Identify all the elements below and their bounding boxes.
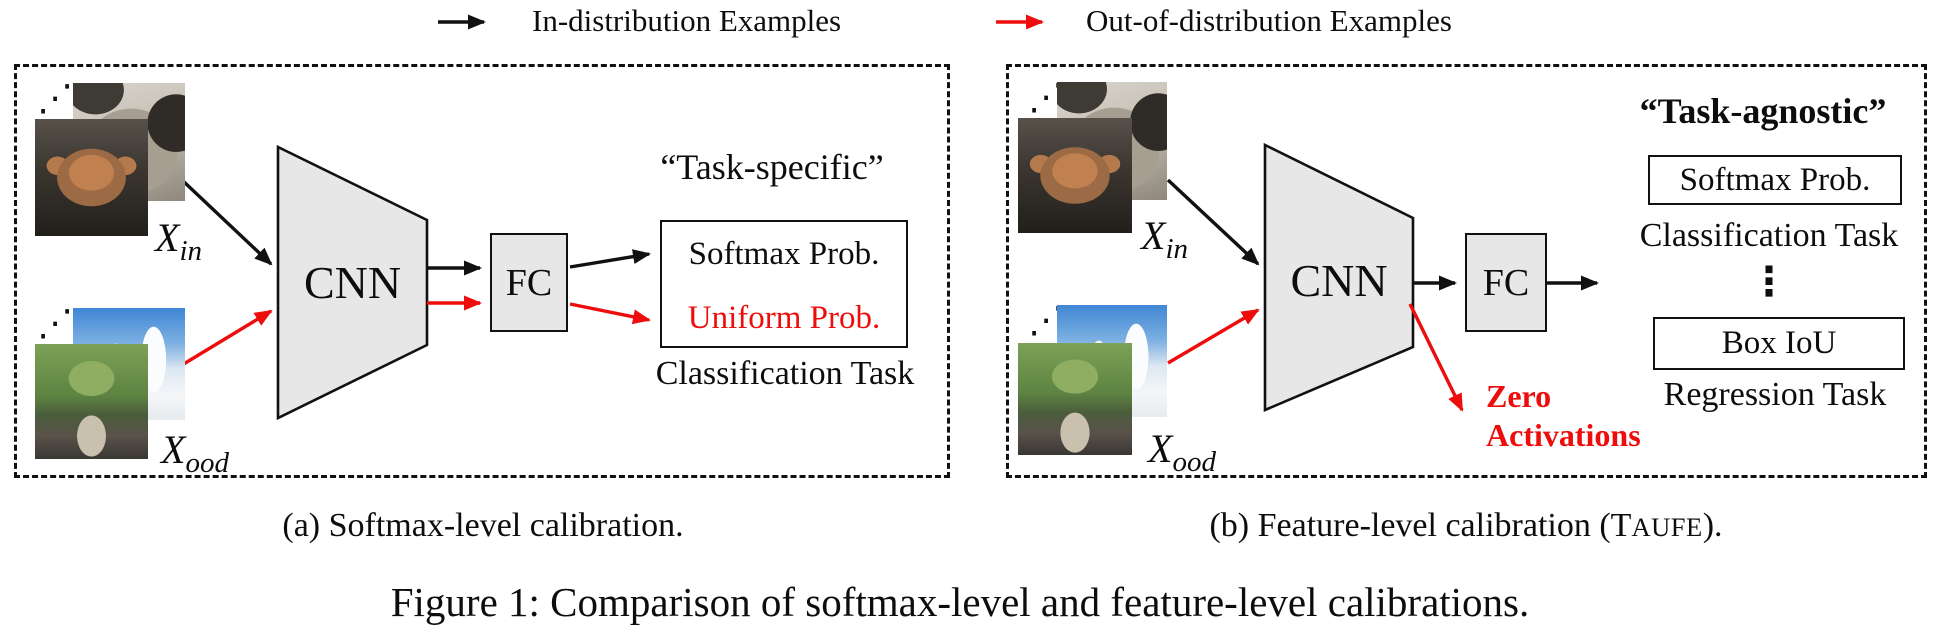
zero-activations-label: Zero Activations (1486, 377, 1641, 455)
caption-b: (b) Feature-level calibration (TAUFE). (1209, 506, 1722, 547)
task-agnostic-heading: “Task-agnostic” (1639, 91, 1887, 131)
output-box: Softmax Prob. Uniform Prob. (660, 220, 908, 348)
chimpanzee-photo (35, 119, 148, 236)
diagonal-dots-icon: ⋰ (37, 303, 73, 344)
caption-b-smallcaps: AUFE (1631, 512, 1703, 542)
classification-task-label: Classification Task (1639, 217, 1899, 254)
x-ood-label: Xood (161, 427, 229, 478)
x-in-label: Xin (155, 215, 202, 266)
forest-path-photo (35, 344, 148, 459)
x-in-base: X (155, 215, 180, 260)
legend-out-of-distribution-label: Out-of-distribution Examples (1086, 3, 1452, 38)
vertical-ellipsis-icon: ⋮ (1749, 259, 1789, 305)
chimpanzee-photo (1018, 118, 1132, 233)
regression-task-label: Regression Task (1663, 376, 1887, 413)
box-iou-box: Box IoU (1653, 317, 1905, 370)
cnn-node-label: CNN (1290, 255, 1388, 306)
out-of-distribution-arrow-icon (996, 14, 1044, 30)
zero-activations-line2: Activations (1486, 417, 1641, 453)
panel-a-softmax-level: ⋰ Xin ⋰ Xood CNN FC “Task-specific” Soft… (14, 64, 950, 478)
fc-to-softmax-arrow (569, 249, 651, 269)
in-distribution-input-arrow (1166, 178, 1260, 266)
in-distribution-arrow-icon (438, 14, 486, 30)
softmax-prob-box: Softmax Prob. (1648, 155, 1902, 205)
x-in-sub: in (179, 235, 202, 267)
caption-b-pre: (b) Feature-level calibration (T (1209, 507, 1632, 544)
x-ood-base: X (161, 427, 186, 472)
x-ood-base: X (1148, 426, 1173, 471)
panel-b-feature-level: ⋰ Xin ⋰ Xood CNN FC “Task-agnostic” Soft… (1006, 64, 1927, 478)
x-in-label: Xin (1141, 213, 1188, 264)
ood-input-arrow (1167, 308, 1260, 365)
diagonal-dots-icon: ⋰ (37, 78, 73, 119)
forest-path-photo (1018, 343, 1132, 455)
x-ood-sub: ood (185, 447, 229, 479)
task-specific-heading: “Task-specific” (660, 147, 884, 187)
classification-task-label: Classification Task (655, 355, 915, 392)
fc-node: FC (1465, 233, 1547, 332)
caption-a: (a) Softmax-level calibration. (282, 507, 684, 544)
cnn-trapezoid (1263, 142, 1415, 412)
panel-b-diagram-arrows (1166, 142, 1599, 412)
x-in-sub: in (1165, 233, 1188, 265)
x-in-base: X (1141, 213, 1166, 258)
softmax-prob-output: Softmax Prob. (688, 235, 880, 272)
in-distribution-input-arrow (181, 179, 273, 266)
panel-a-diagram-arrows (181, 144, 651, 421)
legend-in-distribution-label: In-distribution Examples (532, 3, 842, 38)
fc-node: FC (490, 233, 568, 332)
uniform-prob-output: Uniform Prob. (687, 299, 881, 336)
fc-to-uniform-arrow (569, 302, 651, 325)
caption-b-post: ). (1702, 507, 1723, 544)
x-ood-sub: ood (1172, 446, 1216, 478)
zero-activations-arrow (1408, 303, 1464, 412)
ood-input-arrow (181, 309, 273, 367)
figure-caption: Figure 1: Comparison of softmax-level an… (390, 579, 1530, 625)
zero-activations-line1: Zero (1486, 378, 1552, 414)
x-ood-label: Xood (1148, 426, 1216, 477)
cnn-trapezoid (276, 144, 429, 421)
cnn-node-label: CNN (303, 257, 402, 308)
